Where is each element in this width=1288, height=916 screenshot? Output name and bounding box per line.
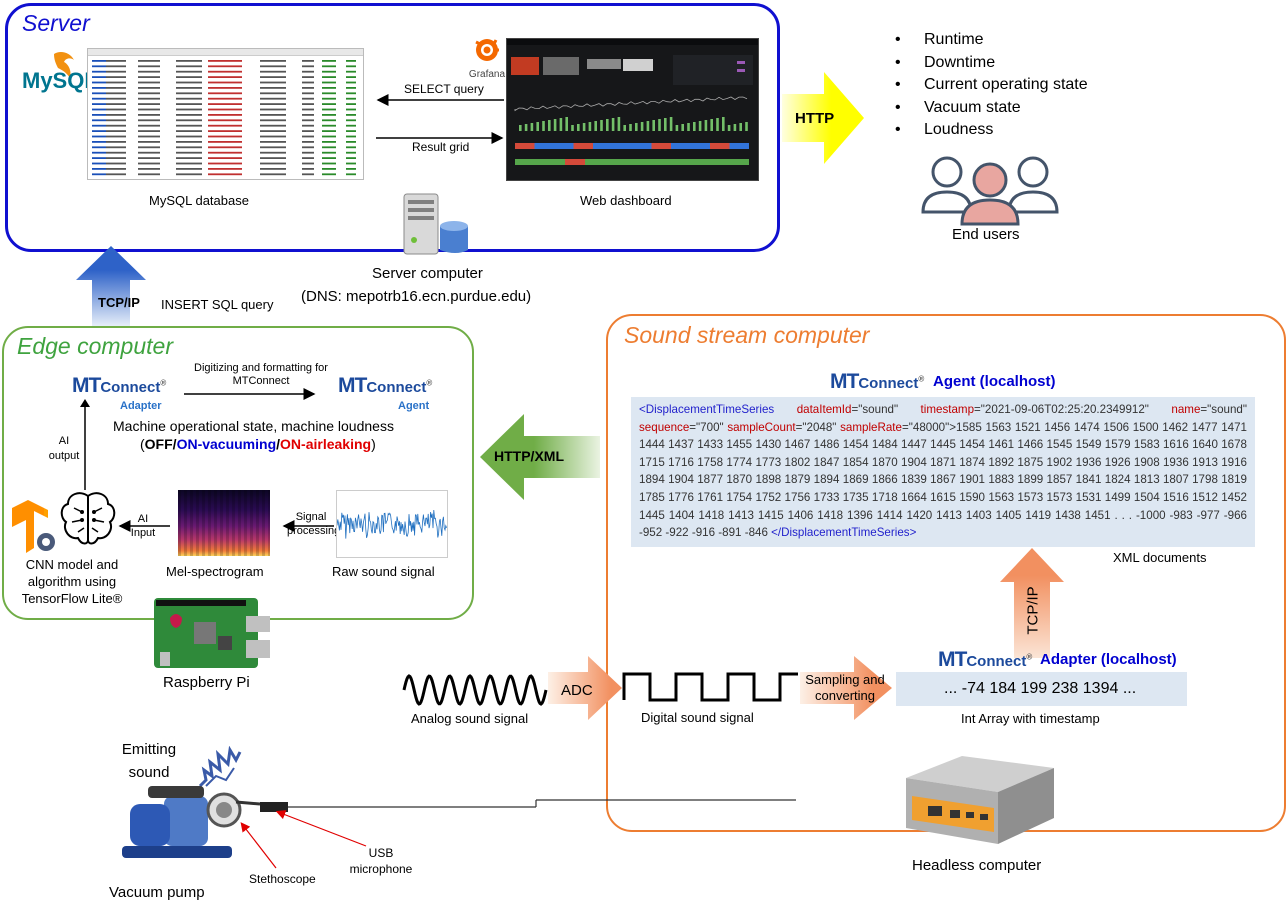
mtconnect-adapter-logo-edge: MTConnect® bbox=[72, 374, 167, 397]
mysql-database-label: MySQL database bbox=[149, 193, 249, 208]
state-vacuuming: ON-vacuuming bbox=[176, 436, 277, 452]
analog-signal-label: Analog sound signal bbox=[411, 711, 529, 726]
server-computer-icon bbox=[400, 190, 470, 258]
signal-processing-label: Signal processing bbox=[287, 511, 341, 537]
raw-sound-signal-image bbox=[336, 490, 448, 558]
pointer-lines bbox=[240, 810, 367, 869]
digital-sound-signal bbox=[622, 672, 798, 702]
ai-output-label: AI output bbox=[48, 435, 80, 462]
grafana-logo: Grafana bbox=[466, 36, 508, 80]
raspberry-pi-image bbox=[150, 596, 270, 670]
tcpip-up-label: TCP/IP bbox=[98, 295, 140, 310]
headless-computer-image bbox=[898, 748, 1056, 848]
http-xml-label: HTTP/XML bbox=[494, 448, 564, 464]
agent-localhost-label: Agent (localhost) bbox=[933, 373, 1056, 390]
agent-sub-label: Agent bbox=[398, 400, 430, 412]
sampling-arrow bbox=[800, 656, 892, 720]
tcpip-orange-label: TCP/IP bbox=[1024, 586, 1042, 635]
digitizing-label: Digitizing and formatting for MTConnect bbox=[194, 362, 328, 387]
sound-stream-title: Sound stream computer bbox=[624, 322, 870, 348]
sampling-label: Sampling and converting bbox=[805, 672, 885, 703]
http-arrow bbox=[782, 72, 864, 164]
tcpip-orange-arrow bbox=[1000, 548, 1064, 658]
machine-state-label: Machine operational state, machine loudn… bbox=[113, 418, 394, 434]
raspberry-pi-label: Raspberry Pi bbox=[163, 674, 250, 691]
svg-text:MySQL: MySQL bbox=[22, 68, 92, 93]
result-grid-label: Result grid bbox=[412, 140, 470, 154]
web-dashboard-screenshot bbox=[506, 38, 759, 181]
http-xml-arrow bbox=[480, 414, 600, 500]
server-dns-label: (DNS: mepotrb16.ecn.purdue.edu) bbox=[301, 288, 532, 305]
mtconnect-adapter-logo-sound: MTConnect® bbox=[938, 648, 1033, 671]
edge-title: Edge computer bbox=[17, 333, 173, 359]
end-user-metrics-list: Runtime Downtime Current operating state… bbox=[893, 29, 1088, 142]
state-off: OFF bbox=[144, 436, 173, 452]
emitting-sound-label: Emitting sound bbox=[121, 741, 177, 781]
int-array-text: ... -74 184 199 238 1394 ... bbox=[944, 680, 1137, 697]
web-dashboard-label: Web dashboard bbox=[580, 193, 672, 208]
digital-signal-label: Digital sound signal bbox=[641, 710, 754, 725]
adapter-sub-label: Adapter bbox=[120, 400, 162, 412]
raw-sound-label: Raw sound signal bbox=[332, 564, 435, 579]
int-array-label: Int Array with timestamp bbox=[961, 711, 1100, 726]
http-label: HTTP bbox=[795, 110, 835, 127]
mysql-table-screenshot bbox=[87, 48, 364, 180]
ai-input-arrow bbox=[118, 520, 170, 532]
query-arrows bbox=[376, 94, 504, 144]
adapter-localhost-label: Adapter (localhost) bbox=[1040, 651, 1177, 668]
metric-vacuum-state: Vacuum state bbox=[893, 97, 1088, 120]
mel-spectrogram-image bbox=[178, 490, 270, 556]
end-users-label: End users bbox=[952, 226, 1020, 243]
mtconnect-agent-logo-edge: MTConnect® bbox=[338, 374, 433, 397]
metric-operating-state: Current operating state bbox=[893, 74, 1088, 97]
server-computer-label: Server computer bbox=[372, 265, 483, 282]
mysql-logo: MySQL bbox=[20, 48, 98, 96]
metric-loudness: Loudness bbox=[893, 119, 1088, 142]
adc-arrow bbox=[548, 656, 622, 720]
metric-runtime: Runtime bbox=[893, 29, 1088, 52]
xml-documents-label: XML documents bbox=[1113, 550, 1207, 565]
insert-sql-label: INSERT SQL query bbox=[161, 297, 274, 312]
brain-icon bbox=[58, 490, 118, 548]
adc-label: ADC bbox=[561, 682, 593, 699]
xml-document-box: <DisplacementTimeSeries dataItemId="soun… bbox=[631, 397, 1255, 547]
select-query-label: SELECT query bbox=[404, 82, 484, 96]
server-title: Server bbox=[22, 10, 90, 36]
int-array-box: ... -74 184 199 238 1394 ... bbox=[896, 672, 1187, 706]
grafana-label: Grafana bbox=[468, 69, 506, 80]
signal-processing-arrow bbox=[282, 520, 334, 532]
cnn-label: CNN model and algorithm using TensorFlow… bbox=[21, 557, 123, 606]
ai-input-label: AI Input bbox=[130, 513, 156, 539]
metric-downtime: Downtime bbox=[893, 52, 1088, 75]
tensorflow-icon bbox=[8, 500, 58, 554]
ai-output-arrow bbox=[80, 399, 90, 490]
usb-microphone-label: USB microphone bbox=[349, 846, 413, 876]
sound-wave-icon bbox=[198, 746, 242, 788]
vacuum-pump-image bbox=[118, 780, 278, 862]
headless-computer-label: Headless computer bbox=[912, 857, 1042, 874]
mtconnect-agent-logo-sound: MTConnect® bbox=[830, 370, 925, 393]
mel-spectrogram-label: Mel-spectrogram bbox=[166, 564, 264, 579]
microphone-cable bbox=[260, 799, 796, 812]
adapter-to-agent-arrow bbox=[184, 388, 316, 400]
analog-sound-signal bbox=[402, 674, 548, 706]
tcpip-up-arrow bbox=[76, 246, 146, 326]
end-users-icon bbox=[920, 150, 1060, 226]
state-airleaking: ON-airleaking bbox=[280, 436, 372, 452]
vacuum-pump-label: Vacuum pump bbox=[109, 884, 205, 901]
server-box bbox=[5, 3, 780, 252]
stethoscope-label: Stethoscope bbox=[249, 872, 316, 886]
machine-states: (OFF/ON-vacuuming/ON-airleaking) bbox=[140, 436, 376, 452]
